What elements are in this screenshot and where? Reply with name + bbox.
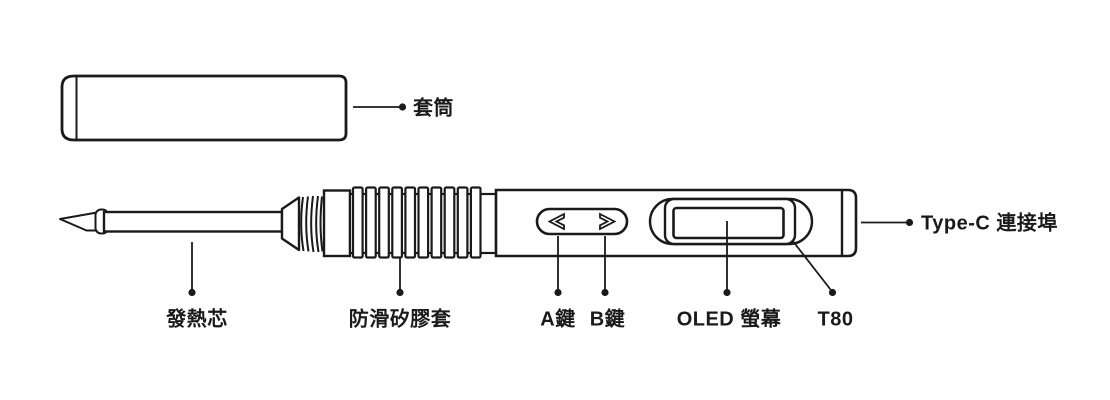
t80-callout-dot (828, 288, 837, 297)
thread-line (300, 196, 305, 252)
label-key-a: A鍵 (540, 307, 575, 331)
oled-drawing (648, 197, 814, 246)
silicone-grip-drawing (322, 186, 498, 259)
cap-callout-dot (398, 103, 407, 111)
oled-screen (672, 206, 785, 240)
thread-line (305, 196, 310, 252)
heating-element-callout-dot (188, 288, 196, 297)
thread-line (315, 195, 320, 253)
label-grip: 防滑矽膠套 (349, 307, 452, 331)
label-type-c-port: Type-C 連接埠 (921, 211, 1058, 235)
grip-rib (430, 186, 443, 259)
iron-tip-drawing (59, 208, 284, 235)
label-cap: 套筒 (413, 96, 454, 120)
grip-collar (322, 189, 352, 258)
t80-callout-line (791, 239, 832, 291)
coupler-drawing (280, 195, 324, 253)
key-a-callout-dot (554, 288, 562, 297)
grip-rib (351, 186, 364, 259)
label-key-b: B鍵 (590, 307, 625, 331)
grip-rib (469, 186, 482, 259)
tip-bevel (59, 211, 98, 232)
button-pill-drawing (535, 207, 629, 236)
label-t80: T80 (818, 309, 854, 331)
labels: 套筒 發熱芯 防滑矽膠套 A鍵 B鍵 OLED 螢幕 T80 Type-C 連接… (165, 96, 1058, 331)
heating-element-shaft (102, 210, 284, 233)
oled-callout-dot (723, 288, 731, 297)
type-c-callout-dot (905, 218, 914, 227)
grip-rib (417, 186, 430, 259)
grip-rib (404, 186, 417, 259)
thread-line (319, 196, 324, 252)
coupler-cone (280, 196, 301, 252)
grip-rib (365, 186, 377, 259)
cap-drawing (60, 74, 348, 142)
button-pill (535, 207, 629, 236)
cap-outline (60, 74, 348, 142)
grip-callout-dot (396, 288, 404, 297)
grip-rib (443, 186, 456, 259)
label-oled-screen: OLED 螢幕 (677, 307, 782, 331)
cap-callout (353, 103, 407, 111)
grip-rib (456, 186, 469, 259)
callouts (188, 218, 914, 297)
chevron-right-icon (599, 212, 617, 231)
label-heating-element: 發熱芯 (165, 307, 228, 331)
key-b-callout-dot (601, 288, 609, 297)
thread-line (310, 195, 315, 253)
grip-rib (391, 186, 403, 259)
grip-rib (378, 186, 390, 259)
chevron-left-icon (547, 212, 565, 231)
